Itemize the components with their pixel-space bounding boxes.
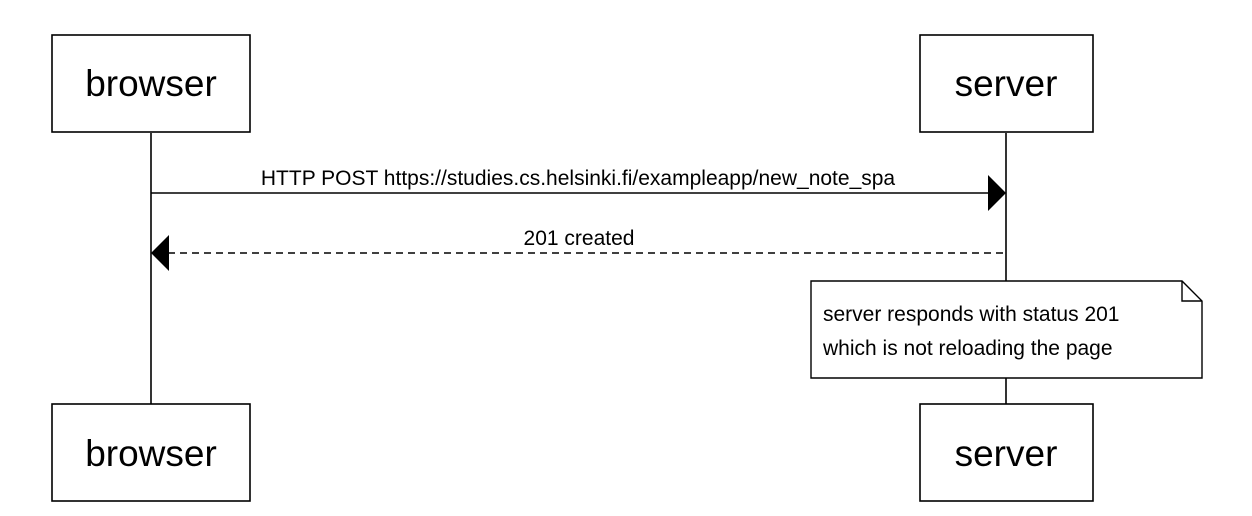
response-message: 201 created — [151, 227, 1006, 271]
request-message: HTTP POST https://studies.cs.helsinki.fi… — [151, 167, 1006, 211]
response-arrowhead — [151, 235, 169, 271]
response-label: 201 created — [524, 227, 635, 250]
request-arrowhead — [988, 175, 1006, 211]
server-label-top: server — [955, 63, 1058, 104]
server-participant-top: server — [919, 34, 1094, 133]
browser-label-bottom: browser — [85, 433, 217, 474]
note-line-2: which is not reloading the page — [822, 337, 1113, 360]
server-label-bottom: server — [955, 433, 1058, 474]
note-box — [810, 280, 1203, 379]
server-participant-bottom: server — [919, 403, 1094, 502]
request-label: HTTP POST https://studies.cs.helsinki.fi… — [261, 167, 896, 190]
note-fold — [1181, 281, 1202, 302]
note-over-server: server responds with status 201 which is… — [810, 280, 1203, 379]
browser-participant-top: browser — [51, 34, 251, 133]
browser-participant-bottom: browser — [51, 403, 251, 502]
note-line-1: server responds with status 201 — [823, 303, 1119, 326]
browser-label-top: browser — [85, 63, 217, 104]
